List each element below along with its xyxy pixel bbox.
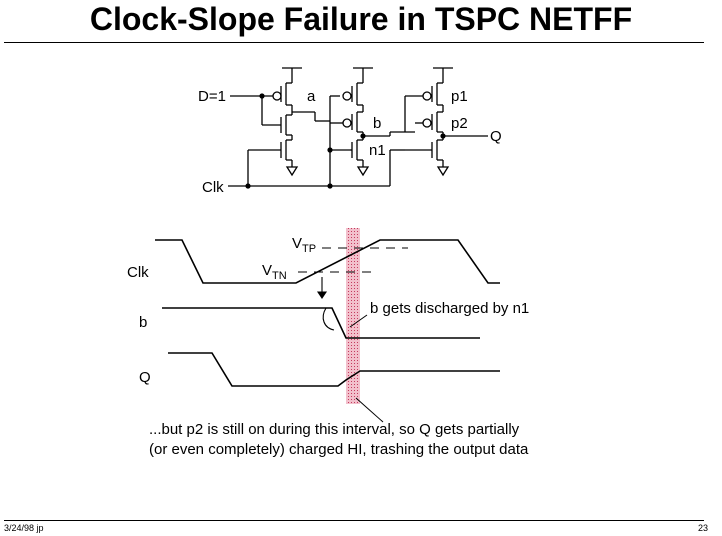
footer-rule — [4, 520, 704, 521]
pmos-stage2-top — [342, 82, 363, 106]
page-number: 23 — [697, 523, 708, 533]
b-annotation-pointer — [349, 314, 368, 328]
footer-date: 3/24/98 jp — [4, 523, 44, 533]
vtp-label: VTP — [292, 235, 316, 255]
stage-3 — [404, 67, 488, 177]
node-p2-label: p2 — [451, 115, 468, 132]
gnd-3 — [436, 166, 450, 177]
node-a-label: a — [307, 88, 316, 105]
b-waveform — [162, 307, 480, 339]
q-annotation-line-2: (or even completely) charged HI, trashin… — [149, 441, 529, 458]
d-input-label: D=1 — [198, 88, 226, 105]
q-annotation-pointer — [355, 397, 384, 423]
b-waveform-label: b — [139, 314, 147, 331]
slide-title: Clock-Slope Failure in TSPC NETFF — [89, 1, 633, 37]
q-waveform-label: Q — [139, 369, 151, 386]
pmos-stage2-bottom — [330, 111, 363, 133]
node-n1-label: n1 — [369, 142, 386, 159]
pmos-stage1 — [272, 82, 292, 106]
clk-waveform — [155, 239, 500, 284]
stage-1 — [230, 67, 330, 177]
tspc-circuit — [228, 67, 488, 189]
junction-dots — [245, 93, 446, 189]
q-annotation-line-1: ...but p2 is still on during this interv… — [149, 421, 520, 438]
clock-label: Clk — [202, 179, 224, 196]
output-q-label: Q — [490, 128, 502, 145]
pmos-p2 — [415, 111, 443, 133]
pmos-p1 — [422, 82, 443, 106]
gnd-1 — [285, 166, 299, 177]
nmos-stage1-bottom — [248, 139, 292, 161]
node-p1-label: p1 — [451, 88, 468, 105]
causality-arrow — [316, 277, 335, 331]
b-annotation: b gets discharged by n1 — [370, 300, 529, 317]
timing-waveforms — [155, 239, 500, 387]
vtn-label: VTN — [262, 262, 287, 282]
stage-2 — [330, 67, 415, 177]
nmos-stage1-top — [262, 114, 292, 136]
nmos-n1 — [351, 139, 363, 161]
node-b-label: b — [373, 115, 381, 132]
q-waveform — [168, 352, 500, 387]
gnd-2 — [356, 166, 370, 177]
clk-waveform-label: Clk — [127, 264, 149, 281]
threshold-lines — [298, 247, 408, 273]
nmos-stage3 — [431, 139, 443, 161]
title-rule — [4, 42, 704, 43]
